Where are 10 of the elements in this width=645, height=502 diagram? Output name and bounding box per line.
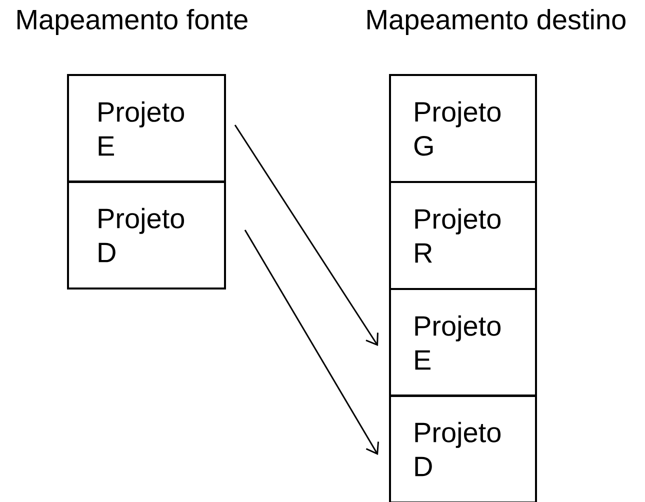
column-heading: Mapeamento fonte: [18, 8, 248, 36]
project-box: Projeto G: [389, 74, 537, 183]
arrow: [244, 230, 380, 455]
project-box: Projeto E: [67, 74, 226, 183]
project-box: Projeto D: [389, 394, 537, 502]
project-box: Projeto D: [67, 180, 226, 290]
project-box: Projeto E: [389, 288, 537, 397]
column-heading: Mapeamento destino: [368, 8, 626, 36]
arrow: [234, 124, 378, 346]
project-box: Projeto R: [389, 181, 537, 290]
